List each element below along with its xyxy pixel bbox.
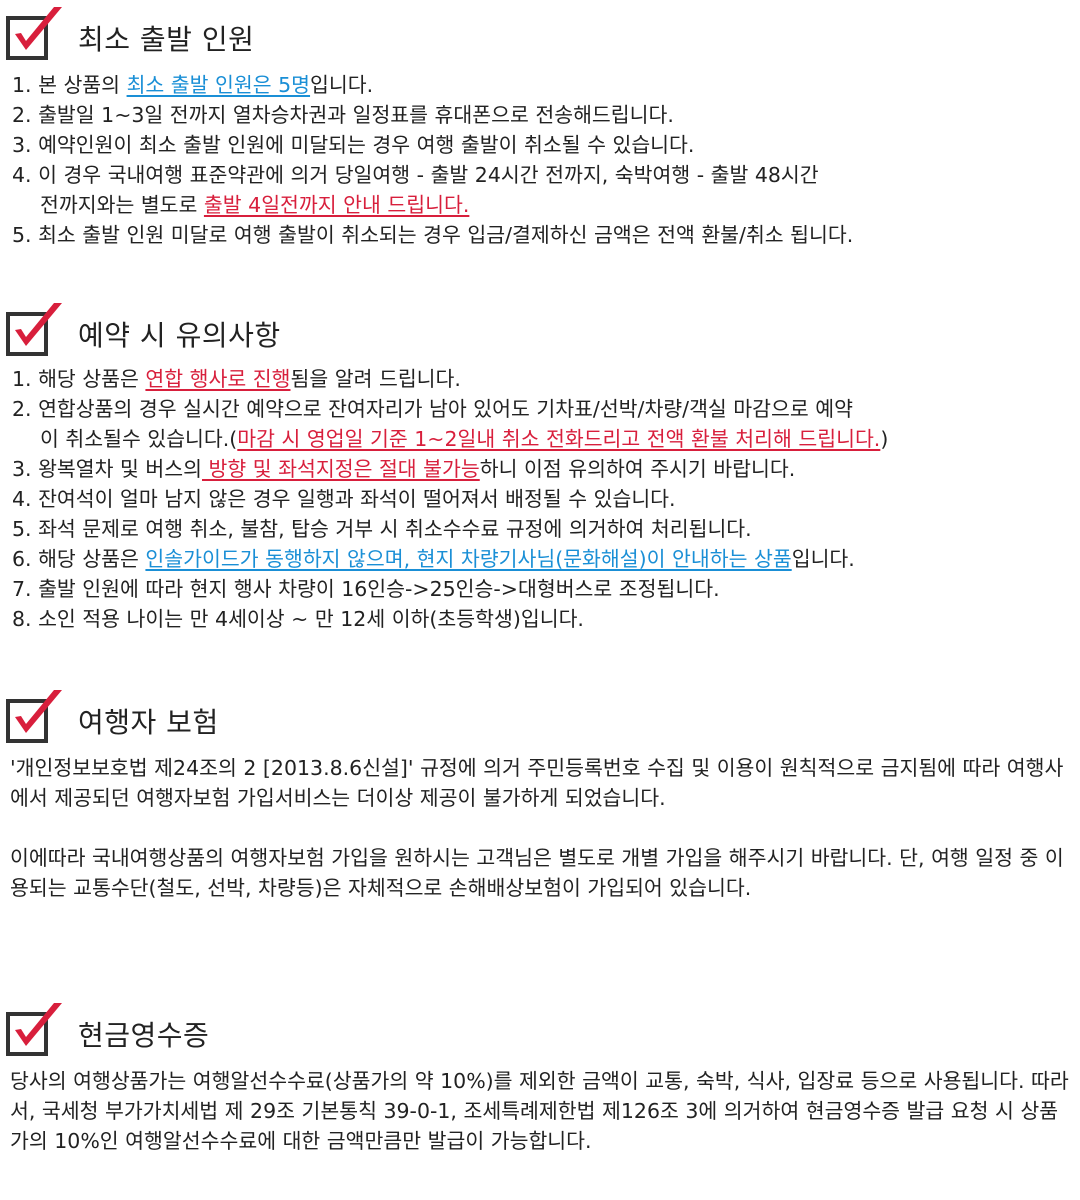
list-item: 6. 해당 상품은 인솔가이드가 동행하지 않으며, 현지 차량기사님(문화해설…	[12, 547, 855, 571]
section-reservation-notes: 예약 시 유의사항 1. 해당 상품은 연합 행사로 진행됨을 알려 드립니다.…	[0, 296, 1080, 634]
highlighted-text: 연합 행사로 진행	[145, 367, 291, 391]
list-item: 2. 연합상품의 경우 실시간 예약으로 잔여자리가 남아 있어도 기차표/선박…	[0, 394, 1080, 454]
section-header: 예약 시 유의사항	[0, 296, 1080, 360]
list-item: 3. 왕복열차 및 버스의 방향 및 좌석지정은 절대 불가능하니 이점 유의하…	[12, 457, 796, 481]
section-title: 여행자 보험	[78, 706, 219, 739]
list-item: 1. 본 상품의 최소 출발 인원은 5명입니다.	[12, 73, 374, 97]
checkbox-check-icon	[6, 1003, 62, 1056]
list-item-continuation: 이 취소될수 있습니다.(마감 시 영업일 기준 1~2일내 취소 전화드리고 …	[40, 427, 889, 451]
section-header: 현금영수증	[0, 996, 1080, 1060]
section-header: 여행자 보험	[0, 683, 1080, 747]
section-title: 예약 시 유의사항	[78, 319, 281, 352]
notice-list: 1. 해당 상품은 연합 행사로 진행됨을 알려 드립니다. 2. 연합상품의 경…	[0, 364, 1080, 634]
highlighted-text: 출발 4일전까지 안내 드립니다.	[203, 193, 470, 217]
list-item: 5. 좌석 문제로 여행 취소, 불참, 탑승 거부 시 취소수수료 규정에 의…	[12, 517, 752, 541]
list-item: 5. 최소 출발 인원 미달로 여행 출발이 취소되는 경우 입금/결제하신 금…	[12, 223, 854, 247]
section-min-departure: 최소 출발 인원 1. 본 상품의 최소 출발 인원은 5명입니다. 2. 출발일…	[0, 0, 1080, 250]
list-item-continuation: 전까지와는 별도로 출발 4일전까지 안내 드립니다.	[40, 193, 470, 217]
highlighted-text: 마감 시 영업일 기준 1~2일내 취소 전화드리고 전액 환불 처리해 드립니…	[237, 427, 881, 451]
section-cash-receipt: 현금영수증 당사의 여행상품가는 여행알선수수료(상품가의 약 10%)를 제외…	[0, 996, 1080, 1156]
paragraph: 당사의 여행상품가는 여행알선수수료(상품가의 약 10%)를 제외한 금액이 …	[10, 1069, 1069, 1153]
highlighted-text: 최소 출발 인원은 5명	[126, 73, 311, 97]
list-item: 1. 해당 상품은 연합 행사로 진행됨을 알려 드립니다.	[12, 367, 461, 391]
paragraph: 이에따라 국내여행상품의 여행자보험 가입을 원하시는 고객님은 별도로 개별 …	[10, 846, 1064, 900]
list-item: 7. 출발 인원에 따라 현지 행사 차량이 16인승->25인승->대형버스로…	[12, 577, 720, 601]
paragraph: '개인정보보호법 제24조의 2 [2013.8.6신설]' 규정에 의거 주민…	[10, 756, 1064, 810]
section-header: 최소 출발 인원	[0, 0, 1080, 64]
highlighted-text: 방향 및 좌석지정은 절대 불가능	[202, 457, 480, 481]
notice-list: 1. 본 상품의 최소 출발 인원은 5명입니다. 2. 출발일 1~3일 전까지…	[0, 70, 1080, 250]
checkbox-check-icon	[6, 303, 62, 356]
list-item: 8. 소인 적용 나이는 만 4세이상 ~ 만 12세 이하(초등학생)입니다.	[12, 607, 584, 631]
section-title: 최소 출발 인원	[78, 23, 255, 56]
highlighted-text: 인솔가이드가 동행하지 않으며, 현지 차량기사님(문화해설)이 안내하는 상품	[145, 547, 792, 571]
list-item: 3. 예약인원이 최소 출발 인원에 미달되는 경우 여행 출발이 취소될 수 …	[12, 133, 695, 157]
list-item: 4. 잔여석이 얼마 남지 않은 경우 일행과 좌석이 떨어져서 배정될 수 있…	[12, 487, 676, 511]
list-item: 4. 이 경우 국내여행 표준약관에 의거 당일여행 - 출발 24시간 전까지…	[0, 160, 1080, 220]
section-title: 현금영수증	[78, 1019, 210, 1052]
list-item: 2. 출발일 1~3일 전까지 열차승차권과 일정표를 휴대폰으로 전송해드립니…	[12, 103, 674, 127]
checkbox-check-icon	[6, 7, 62, 60]
checkbox-check-icon	[6, 690, 62, 743]
section-travel-insurance: 여행자 보험 '개인정보보호법 제24조의 2 [2013.8.6신설]' 규정…	[0, 683, 1080, 903]
